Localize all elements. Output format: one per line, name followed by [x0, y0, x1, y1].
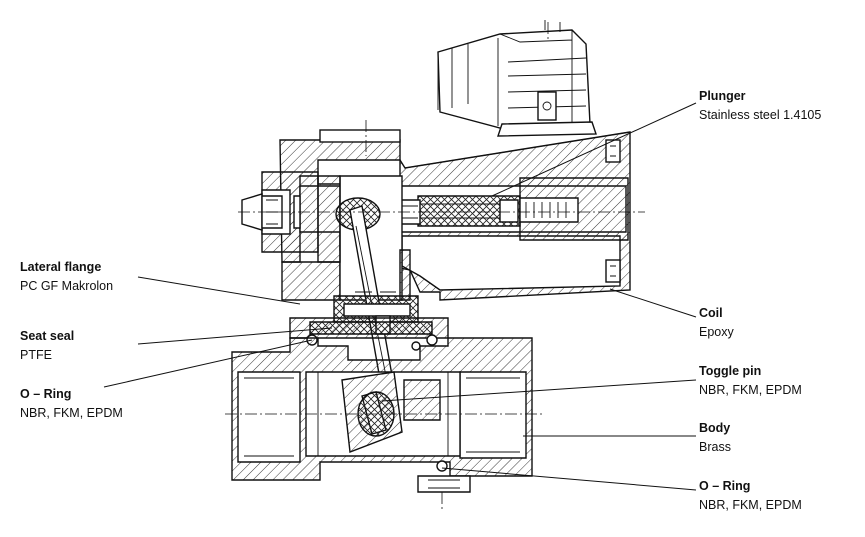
- o-ring-bottom-title: O – Ring: [699, 479, 750, 493]
- toggle-mechanism: [281, 175, 419, 403]
- valve-body: [231, 337, 533, 493]
- lateral-flange-leader: [137, 276, 301, 305]
- seat-seal-material: PTFE: [20, 348, 52, 362]
- plunger-leader: [491, 102, 697, 197]
- o-ring-left-leader: [103, 339, 313, 388]
- o-ring-bottom-leader: [441, 467, 697, 491]
- o-ring-left-material: NBR, FKM, EPDM: [20, 406, 123, 420]
- lateral-flange-material: PC GF Makrolon: [20, 279, 113, 293]
- toggle-pin-material: NBR, FKM, EPDM: [699, 383, 802, 397]
- label-o-ring-left: O – Ring NBR, FKM, EPDM: [20, 387, 123, 420]
- coil-leader: [609, 288, 697, 318]
- label-toggle-pin: Toggle pin NBR, FKM, EPDM: [699, 364, 802, 397]
- label-body: Body Brass: [699, 421, 731, 454]
- o-ring-bottom-material: NBR, FKM, EPDM: [699, 498, 802, 512]
- leader-lines: [103, 102, 697, 491]
- lateral-flange-title: Lateral flange: [20, 260, 101, 274]
- valve-drawing: [225, 20, 645, 510]
- seat-seal-leader: [137, 327, 333, 345]
- seat-seal-title: Seat seal: [20, 329, 74, 343]
- toggle-pin-leader: [381, 379, 697, 402]
- body-material: Brass: [699, 440, 731, 454]
- coil-material: Epoxy: [699, 325, 734, 339]
- o-ring-left-title: O – Ring: [20, 387, 71, 401]
- body-title: Body: [699, 421, 730, 435]
- label-lateral-flange: Lateral flange PC GF Makrolon: [20, 260, 113, 293]
- label-coil: Coil Epoxy: [699, 306, 734, 339]
- plunger-material: Stainless steel 1.4105: [699, 108, 821, 122]
- seat-seal-part: [289, 317, 449, 351]
- connector-plug: [437, 20, 597, 137]
- label-seat-seal: Seat seal PTFE: [20, 329, 74, 362]
- label-o-ring-bottom: O – Ring NBR, FKM, EPDM: [699, 479, 802, 512]
- plunger-title: Plunger: [699, 89, 746, 103]
- centerlines: [225, 22, 645, 510]
- toggle-pin-title: Toggle pin: [699, 364, 761, 378]
- coil-title: Coil: [699, 306, 723, 320]
- label-plunger: Plunger Stainless steel 1.4105: [699, 89, 821, 122]
